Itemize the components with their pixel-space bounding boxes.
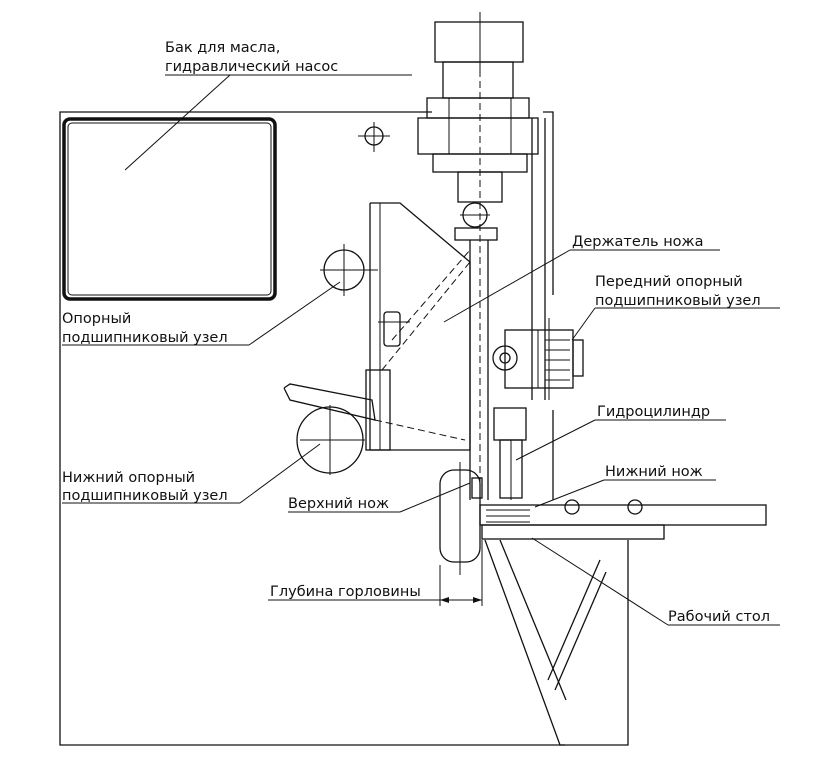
label-support-bearing-line2: подшипниковый узел [62, 330, 228, 346]
labels: Бак для масла, гидравлический насос Держ… [62, 40, 770, 625]
label-oil-tank-line1: Бак для масла, [165, 40, 280, 56]
label-oil-tank-line2: гидравлический насос [165, 59, 338, 75]
label-upper-knife: Верхний нож [288, 496, 389, 512]
label-hydraulic-cylinder: Гидроцилиндр [597, 404, 710, 420]
upper-knife-assembly [439, 462, 483, 575]
work-table [479, 499, 767, 540]
label-support-bearing-line1: Опорный [62, 311, 131, 327]
machine-frame [59, 111, 565, 746]
label-lower-knife: Нижний нож [605, 464, 703, 480]
front-bearing-assembly [492, 318, 584, 400]
oil-tank [62, 117, 277, 301]
hydraulic-drive-unit [417, 12, 539, 500]
leader-lines [62, 74, 780, 626]
label-front-bearing-line1: Передний опорный [595, 274, 743, 290]
knife-holder-body [369, 202, 471, 451]
label-front-bearing-line2: подшипниковый узел [595, 293, 761, 309]
support-bearing [320, 244, 378, 296]
label-lower-bearing-line1: Нижний опорный [62, 470, 195, 486]
hydraulic-cylinder [493, 407, 527, 500]
label-knife-holder: Держатель ножа [572, 234, 704, 250]
label-work-table: Рабочий стол [668, 609, 770, 625]
label-throat-depth: Глубина горловины [270, 584, 421, 600]
label-lower-bearing-line2: подшипниковый узел [62, 488, 228, 504]
lower-bearing [283, 369, 391, 475]
support-stand [484, 539, 629, 746]
throat-depth-dimension [439, 540, 483, 606]
top-hole [358, 122, 390, 152]
